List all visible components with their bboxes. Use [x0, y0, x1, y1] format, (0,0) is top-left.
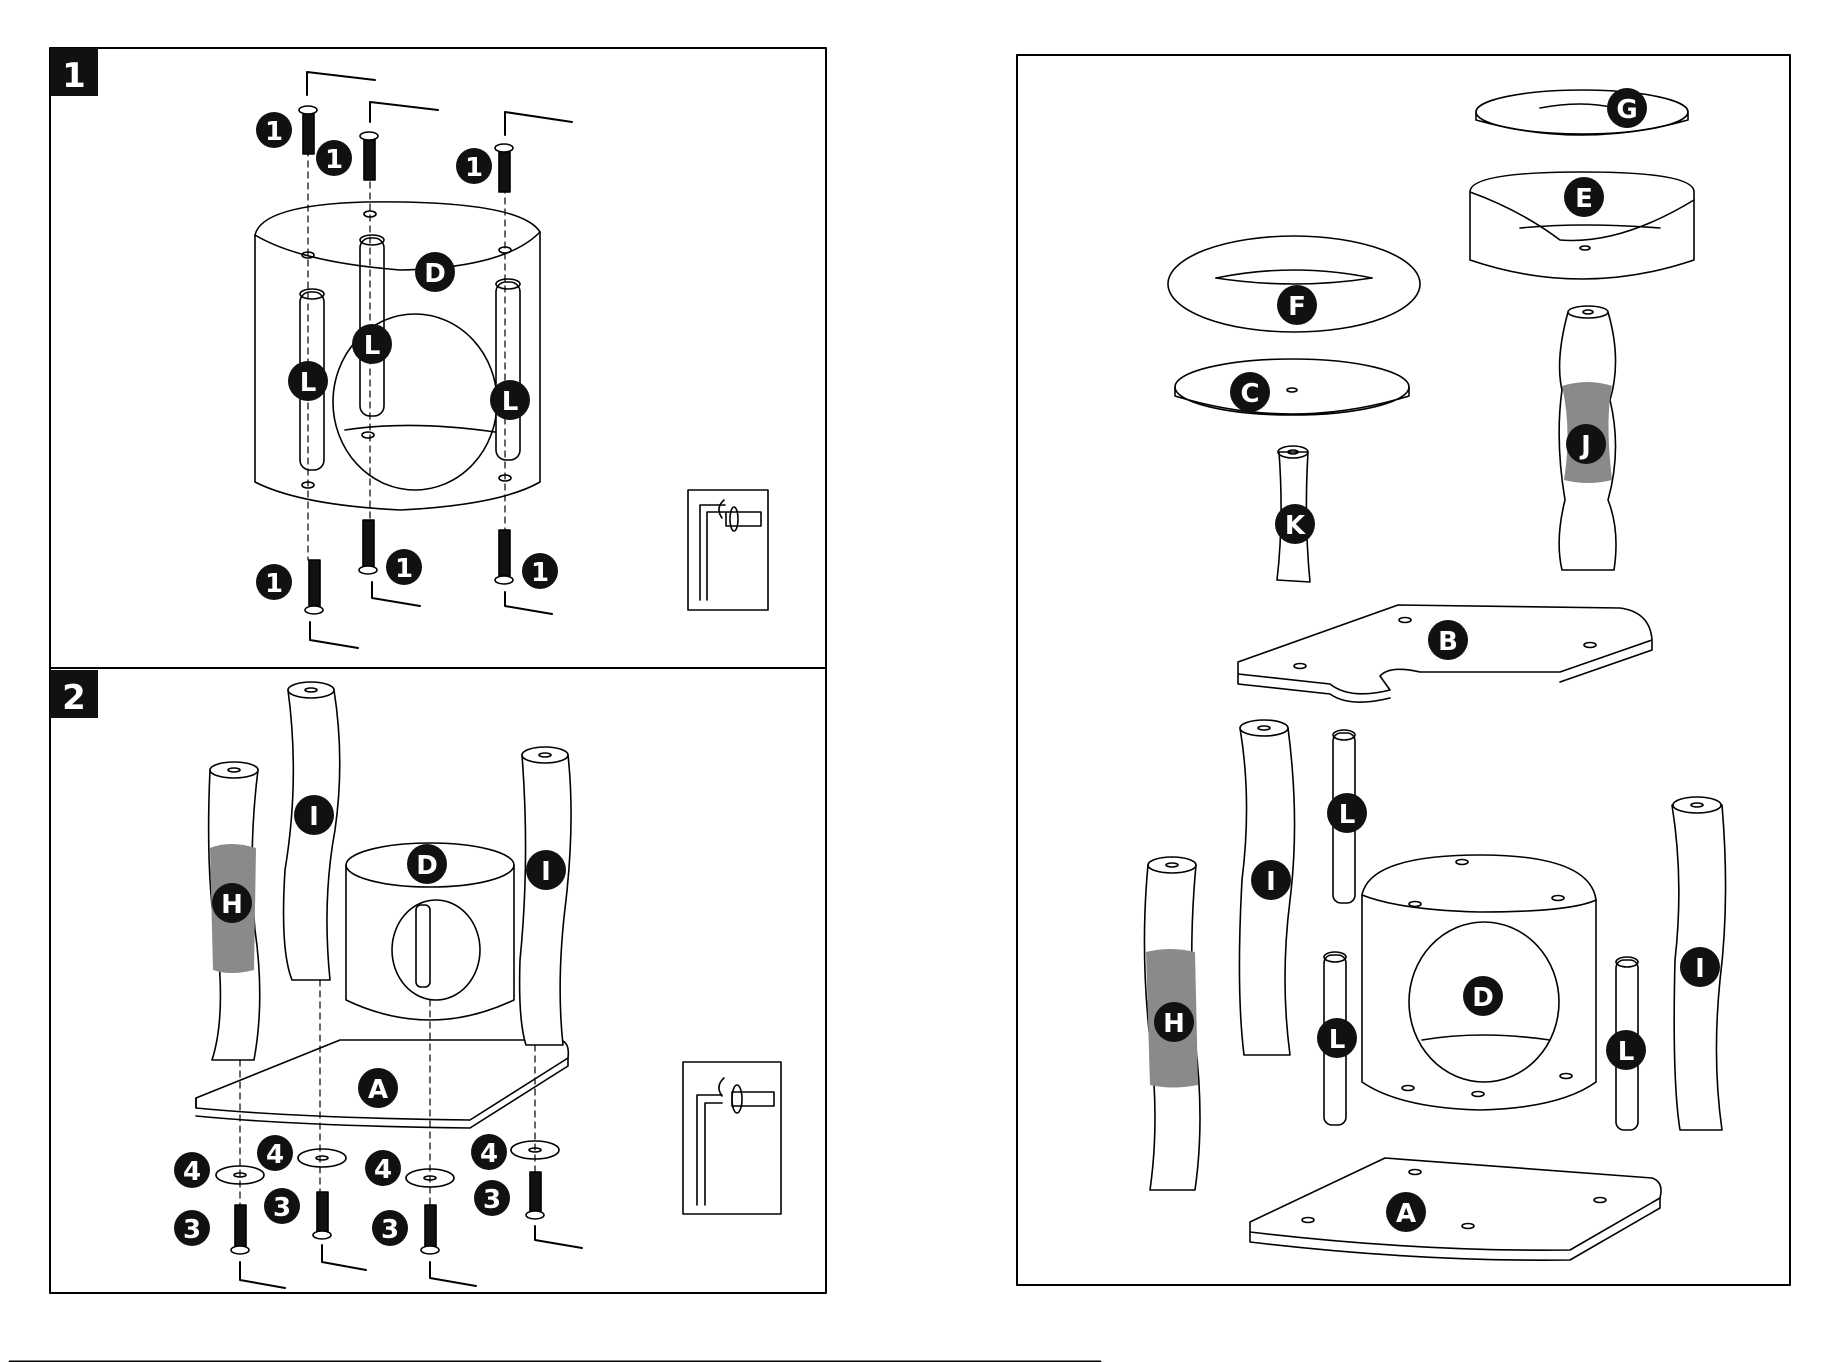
label-text: 4 — [266, 1140, 284, 1170]
label-text: 3 — [381, 1215, 399, 1245]
label-bolt: 1 — [456, 148, 492, 184]
allen-key-icon — [240, 1226, 582, 1288]
step-2-badge: 2 — [50, 670, 98, 718]
label-text: 4 — [480, 1139, 498, 1169]
label-bolt: 1 — [386, 549, 422, 585]
label-part-h: H — [212, 883, 252, 923]
label-part-l: L — [1317, 1018, 1357, 1058]
label-bolt: 1 — [316, 140, 352, 176]
rim-holes — [302, 211, 511, 488]
step-1-panel — [50, 48, 826, 668]
label-part-d: D — [407, 844, 447, 884]
label-part-l: L — [1327, 793, 1367, 833]
label-part-l: L — [490, 380, 530, 420]
step-2-number: 2 — [62, 678, 86, 718]
label-part-f: F — [1277, 285, 1317, 325]
label-text: I — [541, 857, 551, 887]
label-part-e: E — [1564, 177, 1604, 217]
label-text: I — [1266, 867, 1276, 897]
label-text: 3 — [273, 1193, 291, 1223]
label-text: J — [1579, 431, 1591, 461]
label-text: I — [309, 802, 319, 832]
label-part-l: L — [352, 324, 392, 364]
label-text: 4 — [183, 1157, 201, 1187]
label-part-b: B — [1428, 620, 1468, 660]
step-1-number: 1 — [62, 56, 86, 96]
part-c-disc — [1175, 359, 1409, 415]
label-text: D — [424, 259, 446, 289]
label-text: H — [1163, 1009, 1185, 1039]
label-bolt: 1 — [256, 564, 292, 600]
label-text: 3 — [183, 1215, 201, 1245]
post-l-right — [496, 279, 520, 460]
label-washer: 4 — [471, 1134, 507, 1170]
label-part-h: H — [1154, 1002, 1194, 1042]
label-part-g: G — [1607, 88, 1647, 128]
label-text: G — [1616, 95, 1637, 125]
label-text: C — [1240, 379, 1259, 409]
label-text: B — [1438, 627, 1458, 657]
label-text: A — [368, 1075, 388, 1105]
label-part-l: L — [288, 361, 328, 401]
overview-drawing — [1144, 90, 1725, 1260]
label-part-l: L — [1606, 1030, 1646, 1070]
tighten-rotation-icon — [688, 490, 768, 610]
step-2-panel — [50, 668, 826, 1293]
label-text: 1 — [265, 117, 283, 147]
label-part-k: K — [1275, 504, 1315, 544]
post-i-right — [520, 747, 571, 1045]
label-text: L — [1339, 800, 1356, 830]
label-part-d: D — [415, 252, 455, 292]
step-1-guides — [308, 150, 505, 560]
label-bolt-short: 3 — [474, 1180, 510, 1216]
label-text: 1 — [325, 145, 343, 175]
label-washer: 4 — [257, 1135, 293, 1171]
label-text: 1 — [395, 554, 413, 584]
tighten-rotation-icon — [683, 1062, 781, 1214]
label-part-i: I — [526, 850, 566, 890]
label-text: L — [300, 368, 317, 398]
label-text: 1 — [465, 153, 483, 183]
label-text: L — [1329, 1025, 1346, 1055]
part-d-cylinder — [255, 202, 540, 510]
label-part-a: A — [358, 1068, 398, 1108]
label-text: K — [1285, 511, 1306, 541]
label-part-a: A — [1386, 1192, 1426, 1232]
label-washer: 4 — [365, 1150, 401, 1186]
label-washer: 4 — [174, 1152, 210, 1188]
part-a-base — [1250, 1158, 1661, 1260]
label-part-j: J — [1566, 424, 1606, 464]
label-text: A — [1396, 1199, 1416, 1229]
label-bolt-short: 3 — [174, 1210, 210, 1246]
label-text: 1 — [265, 569, 283, 599]
label-text: L — [502, 387, 519, 417]
label-text: L — [364, 331, 381, 361]
label-text: 4 — [374, 1155, 392, 1185]
label-text: I — [1695, 954, 1705, 984]
label-bolt: 1 — [522, 553, 558, 589]
label-bolt-short: 3 — [372, 1210, 408, 1246]
label-part-i: I — [1251, 860, 1291, 900]
label-part-d: D — [1463, 976, 1503, 1016]
label-text: 1 — [531, 558, 549, 588]
label-bolt: 1 — [256, 112, 292, 148]
label-text: E — [1575, 184, 1593, 214]
label-text: 3 — [483, 1185, 501, 1215]
label-bolt-short: 3 — [264, 1188, 300, 1224]
label-text: H — [221, 890, 243, 920]
label-text: D — [1472, 983, 1494, 1013]
label-text: L — [1618, 1037, 1635, 1067]
part-g-disc — [1476, 90, 1688, 135]
label-text: F — [1288, 292, 1306, 322]
label-text: D — [416, 851, 438, 881]
label-part-i: I — [1680, 947, 1720, 987]
step-1-badge: 1 — [50, 48, 98, 96]
label-part-c: C — [1230, 372, 1270, 412]
label-part-i: I — [294, 795, 334, 835]
